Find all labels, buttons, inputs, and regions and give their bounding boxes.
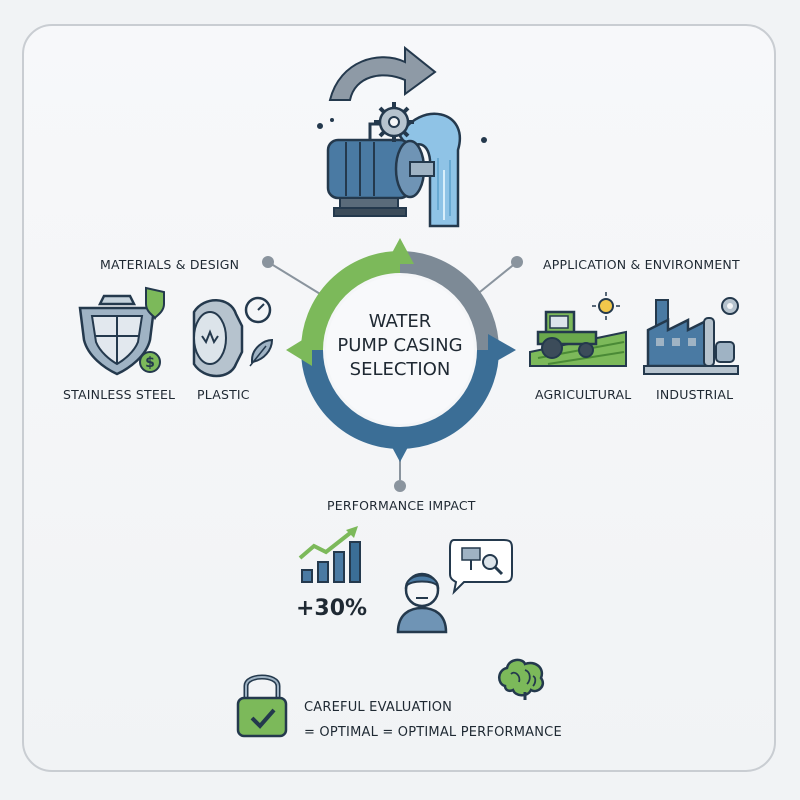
connector-dot-performance bbox=[394, 480, 406, 492]
materials-title: MATERIALS & DESIGN bbox=[100, 257, 240, 272]
arrow-top bbox=[386, 238, 414, 264]
center-title-line3: SELECTION bbox=[349, 359, 451, 380]
footer-line2: = OPTIMAL = OPTIMAL PERFORMANCE bbox=[304, 725, 562, 740]
lock-check-icon bbox=[236, 674, 288, 738]
svg-text:$: $ bbox=[145, 355, 155, 371]
ring-segment-gray bbox=[399, 251, 499, 351]
performance-title: PERFORMANCE IMPACT bbox=[327, 498, 476, 513]
plastic-casing-icon bbox=[192, 296, 274, 378]
engineer-evaluation-icon bbox=[396, 539, 513, 634]
footer-line1: CAREFUL EVALUATION bbox=[304, 700, 453, 715]
arrow-right bbox=[488, 334, 516, 366]
tractor-field-icon bbox=[529, 292, 627, 367]
center-title-line2: PUMP CASING bbox=[337, 335, 463, 356]
materials-item-plastic: PLASTIC bbox=[197, 387, 250, 402]
application-item-agricultural: AGRICULTURAL bbox=[535, 387, 632, 402]
application-item-industrial: INDUSTRIAL bbox=[656, 387, 734, 402]
application-title: APPLICATION & ENVIRONMENT bbox=[543, 257, 740, 272]
arrow-bottom bbox=[386, 436, 414, 462]
materials-item-stainless-steel: STAINLESS STEEL bbox=[63, 387, 176, 402]
ring-segment-green bbox=[301, 251, 401, 351]
water-pump-icon bbox=[317, 45, 487, 228]
center-title: WATER PUMP CASING SELECTION bbox=[320, 310, 480, 382]
center-title-line1: WATER bbox=[368, 311, 432, 332]
connector-dot-application bbox=[511, 256, 523, 268]
growth-chart-icon bbox=[298, 526, 361, 583]
shield-armor-icon: $ bbox=[78, 286, 165, 376]
connector-dot-materials bbox=[262, 256, 274, 268]
performance-stat: +30% bbox=[296, 596, 368, 621]
brain-icon bbox=[498, 658, 545, 700]
factory-icon bbox=[643, 297, 739, 375]
arrow-left bbox=[286, 334, 312, 366]
center-ring bbox=[286, 238, 516, 462]
